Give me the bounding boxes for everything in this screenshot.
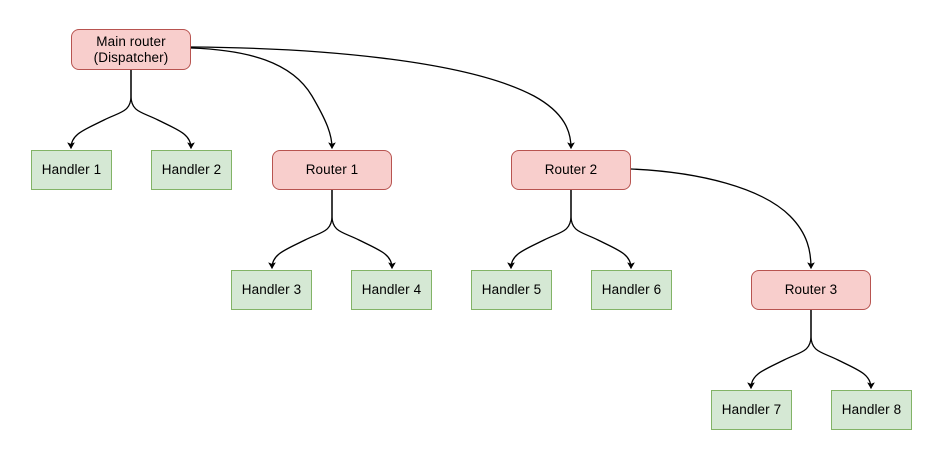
node-label-handler-1: Handler 1 <box>41 162 102 177</box>
node-label-handler-2: Handler 2 <box>161 162 222 177</box>
node-handler-1[interactable]: Handler 1 <box>31 150 112 190</box>
node-router-1[interactable]: Router 1 <box>272 150 392 190</box>
edge-main-to-router-1 <box>190 47 336 150</box>
node-label-handler-6: Handler 6 <box>601 282 662 297</box>
node-main-router[interactable]: Main router (Dispatcher) <box>71 29 191 70</box>
node-label-handler-7: Handler 7 <box>721 402 782 417</box>
node-label-handler-5: Handler 5 <box>481 282 542 297</box>
edge-paths <box>67 46 875 390</box>
node-handler-6[interactable]: Handler 6 <box>591 270 672 310</box>
node-label-router-1: Router 1 <box>305 162 359 177</box>
edge-main-to-router-2 <box>190 46 575 150</box>
node-label-main-router: Main router (Dispatcher) <box>93 33 169 65</box>
node-label-router-3: Router 3 <box>784 282 838 297</box>
edge-router-1-to-handler-4 <box>331 189 396 270</box>
edge-router-1-to-handler-3 <box>268 189 333 270</box>
edge-main-to-handler-1 <box>67 69 132 150</box>
node-label-handler-4: Handler 4 <box>361 282 422 297</box>
node-router-2[interactable]: Router 2 <box>511 150 631 190</box>
node-handler-4[interactable]: Handler 4 <box>351 270 432 310</box>
edge-router-3-to-handler-7 <box>747 309 812 390</box>
edge-router-2-to-handler-6 <box>570 189 635 270</box>
node-handler-8[interactable]: Handler 8 <box>831 390 912 430</box>
node-label-handler-3: Handler 3 <box>241 282 302 297</box>
edge-router-2-to-handler-5 <box>507 189 572 270</box>
edge-main-to-handler-2 <box>130 69 195 150</box>
node-handler-5[interactable]: Handler 5 <box>471 270 552 310</box>
node-router-3[interactable]: Router 3 <box>751 270 871 310</box>
node-label-router-2: Router 2 <box>544 162 598 177</box>
edge-router-3-to-handler-8 <box>810 309 875 390</box>
node-label-handler-8: Handler 8 <box>841 402 902 417</box>
node-handler-2[interactable]: Handler 2 <box>151 150 232 190</box>
node-handler-7[interactable]: Handler 7 <box>711 390 792 430</box>
node-handler-3[interactable]: Handler 3 <box>231 270 312 310</box>
edge-router-2-to-router-3 <box>630 168 815 270</box>
